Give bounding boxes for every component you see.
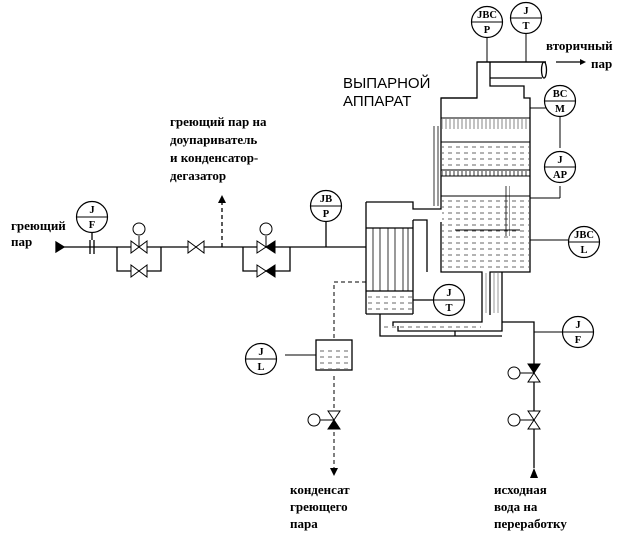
condensate-text-2: греющего xyxy=(290,499,348,514)
instrument-bcm: BC M xyxy=(543,84,577,118)
feed-water-text-3: переработку xyxy=(494,516,567,531)
instrument-function-text: J xyxy=(557,155,562,166)
instrument-function-text: J xyxy=(575,320,580,331)
heating-steam-text-1: греющий xyxy=(11,218,66,233)
instrument-jap: J AP xyxy=(543,150,577,184)
condensate-text-1: конденсат xyxy=(290,482,350,497)
instrument-jbcp-top: JBC P xyxy=(470,5,504,39)
instrument-function-text: JBC xyxy=(574,230,594,241)
instrument-function-text: J xyxy=(446,288,451,299)
instrument-variable-text: T xyxy=(522,21,529,32)
reboiler-text-4: дегазатор xyxy=(170,168,226,183)
secondary-steam-pipe xyxy=(477,61,580,79)
feed-water-line xyxy=(502,321,562,468)
instrument-variable-text: F xyxy=(89,220,95,231)
instrument-variable-text: AP xyxy=(553,170,568,181)
downcomer xyxy=(485,273,499,313)
title-line-2: АППАРАТ xyxy=(343,93,411,110)
apparatus-title: ВЫПАРНОЙ АППАРАТ xyxy=(343,74,430,110)
instrument-jt-mid: JT xyxy=(432,283,466,317)
condensate-label: конденсат греющего пара xyxy=(290,482,350,531)
lower-liquid xyxy=(442,197,529,271)
valve-1-bypass[interactable] xyxy=(130,264,148,278)
control-valve[interactable] xyxy=(256,222,276,254)
condensate-valve[interactable] xyxy=(307,410,341,430)
feed-water-text-2: вода на xyxy=(494,499,538,514)
valve-2[interactable] xyxy=(187,240,205,254)
instrument-jl-tank: JL xyxy=(244,342,278,376)
secondary-steam-arrow-icon xyxy=(580,59,586,65)
bottom-channel-liquid xyxy=(383,323,481,330)
instrument-jbp-steam: JB P xyxy=(309,189,343,223)
instrument-jf-inlet: JF xyxy=(75,200,109,234)
instrument-variable-text: P xyxy=(484,25,491,36)
instrument-variable-text: F xyxy=(575,335,581,346)
instrument-variable-text: T xyxy=(445,303,452,314)
heating-steam-label: греющий пар xyxy=(11,218,66,249)
instrument-function-text: J xyxy=(89,205,94,216)
vessel-insulation-right xyxy=(503,186,510,236)
instrument-variable-text: P xyxy=(323,209,330,220)
feed-control-valve[interactable] xyxy=(507,363,541,383)
valve-1[interactable] xyxy=(130,222,148,254)
instrument-jt-top: JT xyxy=(509,1,543,35)
instrument-function-text: JBC xyxy=(477,10,497,21)
secondary-steam-label: вторичный пар xyxy=(546,38,613,71)
reboiler-text-2: доупариватель xyxy=(170,132,257,147)
reboiler-text-3: и конденсатор- xyxy=(170,150,258,165)
feed-water-text-1: исходная xyxy=(494,482,547,497)
reboiler-arrow-icon xyxy=(218,195,226,203)
condensate-line xyxy=(315,281,366,470)
instrument-function-text: J xyxy=(258,347,263,358)
heating-steam-text-2: пар xyxy=(11,234,32,249)
feed-shutoff-valve[interactable] xyxy=(507,410,541,430)
tube-bundle xyxy=(372,228,409,291)
feed-water-arrow-icon xyxy=(530,468,538,478)
condensate-text-3: пара xyxy=(290,516,318,531)
control-valve-bypass[interactable] xyxy=(256,264,276,278)
instrument-function-text: J xyxy=(523,6,528,17)
chamber-liquid xyxy=(367,291,412,313)
instrument-function-text: JB xyxy=(320,194,332,205)
instrument-variable-text: L xyxy=(257,362,264,373)
title-line-1: ВЫПАРНОЙ xyxy=(343,74,430,92)
vessel-insulation-left xyxy=(433,126,441,206)
distribution-plate xyxy=(442,171,529,176)
instrument-variable-text: L xyxy=(580,245,587,256)
upper-tray-liquid xyxy=(442,143,529,169)
instrument-function-text: BC xyxy=(553,89,568,100)
condensate-tank-liquid xyxy=(317,346,351,369)
separator-mesh xyxy=(442,119,529,129)
condensate-arrow-icon xyxy=(330,468,338,476)
instrument-jf-water: JF xyxy=(561,315,595,349)
instrument-variable-text: M xyxy=(555,104,565,115)
to-reboiler-label: греющий пар на доупариватель и конденсат… xyxy=(170,114,267,183)
instrument-jbcl: JBC L xyxy=(567,225,601,259)
secondary-steam-text-2: пар xyxy=(591,56,612,71)
secondary-steam-text-1: вторичный xyxy=(546,38,613,53)
feed-water-label: исходная вода на переработку xyxy=(494,482,567,531)
inlet-arrow-icon xyxy=(55,240,66,254)
instrument-leads xyxy=(285,34,568,356)
reboiler-text-1: греющий пар на xyxy=(170,114,267,129)
